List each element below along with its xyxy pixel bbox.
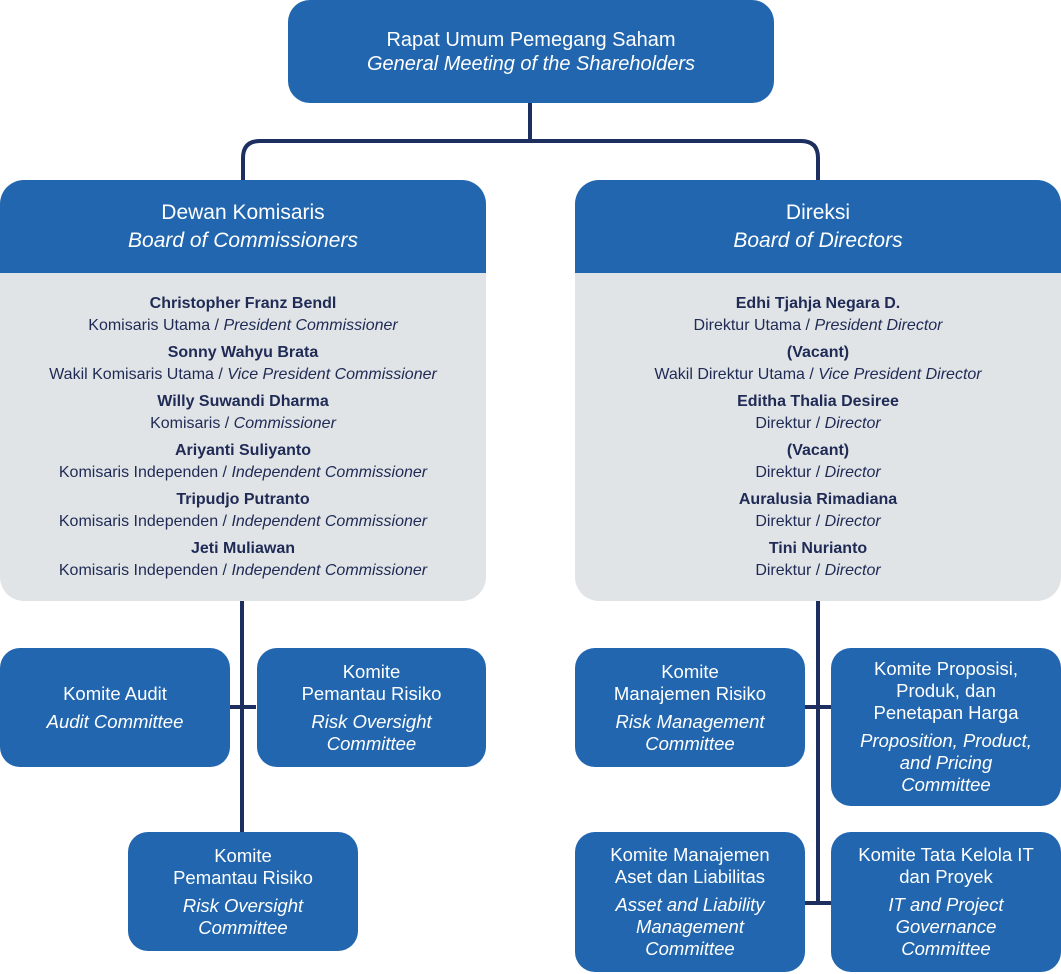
boc-member: Ariyanti Suliyanto Komisaris Independen … — [0, 440, 486, 484]
committee-name-en: Audit Committee — [46, 710, 184, 732]
role-id: Wakil Komisaris Utama — [49, 366, 214, 383]
member-name: Christopher Franz Bendl — [149, 295, 337, 312]
bod-member-list: Edhi Tjahja Negara D. Direktur Utama / P… — [575, 273, 1061, 582]
role-id: Direktur Utama — [693, 317, 802, 334]
role-en: Independent Commissioner — [231, 562, 428, 579]
risk-oversight-committee-box-lower: Komite Pemantau Risiko Risk Oversight Co… — [128, 832, 358, 951]
bod-header: Direksi Board of Directors — [575, 180, 1061, 273]
role-en: Vice President Director — [818, 366, 982, 383]
boc-member: Jeti Muliawan Komisaris Independen / Ind… — [0, 538, 486, 582]
member-role: Komisaris Independen / Independent Commi… — [58, 562, 428, 579]
member-name: Ariyanti Suliyanto — [174, 442, 312, 459]
member-role: Direktur Utama / President Director — [693, 317, 943, 334]
bod-member: Tini Nurianto Direktur / Director — [575, 538, 1061, 582]
role-en: Commissioner — [233, 415, 336, 432]
role-id: Komisaris Independen — [58, 562, 219, 579]
committee-name-en: IT and Project Governance Committee — [888, 894, 1004, 959]
bod-member: Editha Thalia Desiree Direktur / Directo… — [575, 391, 1061, 435]
boc-member: Sonny Wahyu Brata Wakil Komisaris Utama … — [0, 342, 486, 386]
bod-member: (Vacant) Direktur / Director — [575, 440, 1061, 484]
member-role: Wakil Direktur Utama / Vice President Di… — [654, 366, 982, 383]
asset-liability-committee-box: Komite Manajemen Aset dan Liabilitas Ass… — [575, 832, 805, 972]
role-en: Independent Commissioner — [231, 464, 428, 481]
boc-title-id: Dewan Komisaris — [161, 200, 325, 224]
committee-name-en: Proposition, Product, and Pricing Commit… — [860, 730, 1032, 795]
role-id: Direktur — [755, 562, 812, 579]
member-name: Tripudjo Putranto — [176, 491, 310, 508]
role-en: Director — [824, 415, 881, 432]
member-name: Tini Nurianto — [768, 540, 868, 557]
role-en: Director — [824, 513, 881, 530]
boc-member-list: Christopher Franz Bendl Komisaris Utama … — [0, 273, 486, 582]
boc-member: Willy Suwandi Dharma Komisaris / Commiss… — [0, 391, 486, 435]
role-en: Director — [824, 464, 881, 481]
role-en: Vice President Commissioner — [227, 366, 437, 383]
role-en: Independent Commissioner — [231, 513, 428, 530]
member-role: Komisaris Independen / Independent Commi… — [58, 464, 428, 481]
role-id: Komisaris — [150, 415, 221, 432]
role-en: President Director — [814, 317, 943, 334]
member-role: Wakil Komisaris Utama / Vice President C… — [49, 366, 437, 383]
committee-name-id: Komite Audit — [63, 682, 167, 704]
committee-name-en: Asset and Liability Management Committee — [615, 894, 765, 959]
member-role: Direktur / Director — [755, 464, 881, 481]
committee-name-id: Komite Pemantau Risiko — [173, 844, 313, 888]
member-role: Direktur / Director — [755, 562, 881, 579]
member-name: (Vacant) — [786, 344, 850, 361]
board-of-commissioners-panel: Dewan Komisaris Board of Commissioners C… — [0, 180, 486, 601]
role-id: Direktur — [755, 415, 812, 432]
role-id: Direktur — [755, 464, 812, 481]
member-role: Komisaris Independen / Independent Commi… — [58, 513, 428, 530]
gms-box: Rapat Umum Pemegang Saham General Meetin… — [288, 0, 774, 103]
committee-name-id: Komite Manajemen Aset dan Liabilitas — [610, 844, 770, 887]
role-id: Direktur — [755, 513, 812, 530]
bod-member: Auralusia Rimadiana Direktur / Director — [575, 489, 1061, 533]
bod-title-id: Direksi — [785, 200, 851, 224]
bod-member: Edhi Tjahja Negara D. Direktur Utama / P… — [575, 293, 1061, 337]
committee-name-id: Komite Manajemen Risiko — [613, 660, 767, 704]
member-name: Edhi Tjahja Negara D. — [735, 295, 901, 312]
risk-oversight-committee-box: Komite Pemantau Risiko Risk Oversight Co… — [257, 648, 486, 767]
gms-title-en: General Meeting of the Shareholders — [367, 52, 695, 75]
bod-member: (Vacant) Wakil Direktur Utama / Vice Pre… — [575, 342, 1061, 386]
committee-name-id: Komite Proposisi, Produk, dan Penetapan … — [873, 658, 1019, 723]
member-name: Auralusia Rimadiana — [738, 491, 898, 508]
boc-title-en: Board of Commissioners — [128, 228, 358, 252]
member-role: Komisaris / Commissioner — [150, 415, 336, 432]
role-id: Komisaris Utama — [88, 317, 211, 334]
bod-title-en: Board of Directors — [733, 228, 903, 252]
role-id: Komisaris Independen — [58, 513, 219, 530]
member-name: Willy Suwandi Dharma — [157, 393, 329, 410]
member-role: Direktur / Director — [755, 513, 881, 530]
member-name: (Vacant) — [786, 442, 850, 459]
boc-member: Christopher Franz Bendl Komisaris Utama … — [0, 293, 486, 337]
member-role: Komisaris Utama / President Commissioner — [88, 317, 398, 334]
risk-management-committee-box: Komite Manajemen Risiko Risk Management … — [575, 648, 805, 767]
member-role: Direktur / Director — [755, 415, 881, 432]
proposition-product-pricing-committee-box: Komite Proposisi, Produk, dan Penetapan … — [831, 648, 1061, 806]
connector-gms-branch — [241, 139, 820, 182]
boc-header: Dewan Komisaris Board of Commissioners — [0, 180, 486, 273]
board-of-directors-panel: Direksi Board of Directors Edhi Tjahja N… — [575, 180, 1061, 601]
member-name: Jeti Muliawan — [190, 540, 296, 557]
role-id: Wakil Direktur Utama — [654, 366, 805, 383]
committee-name-en: Risk Oversight Committee — [311, 710, 432, 754]
member-name: Sonny Wahyu Brata — [167, 344, 319, 361]
role-en: Director — [824, 562, 881, 579]
role-id: Komisaris Independen — [58, 464, 219, 481]
gms-title-id: Rapat Umum Pemegang Saham — [386, 28, 676, 51]
committee-name-id: Komite Pemantau Risiko — [301, 660, 442, 704]
committee-name-id: Komite Tata Kelola IT dan Proyek — [858, 844, 1034, 887]
role-en: President Commissioner — [223, 317, 398, 334]
committee-name-en: Risk Oversight Committee — [182, 894, 304, 938]
boc-member: Tripudjo Putranto Komisaris Independen /… — [0, 489, 486, 533]
committee-name-en: Risk Management Committee — [615, 710, 765, 754]
audit-committee-box: Komite Audit Audit Committee — [0, 648, 230, 767]
it-project-governance-committee-box: Komite Tata Kelola IT dan Proyek IT and … — [831, 832, 1061, 972]
member-name: Editha Thalia Desiree — [737, 393, 899, 410]
